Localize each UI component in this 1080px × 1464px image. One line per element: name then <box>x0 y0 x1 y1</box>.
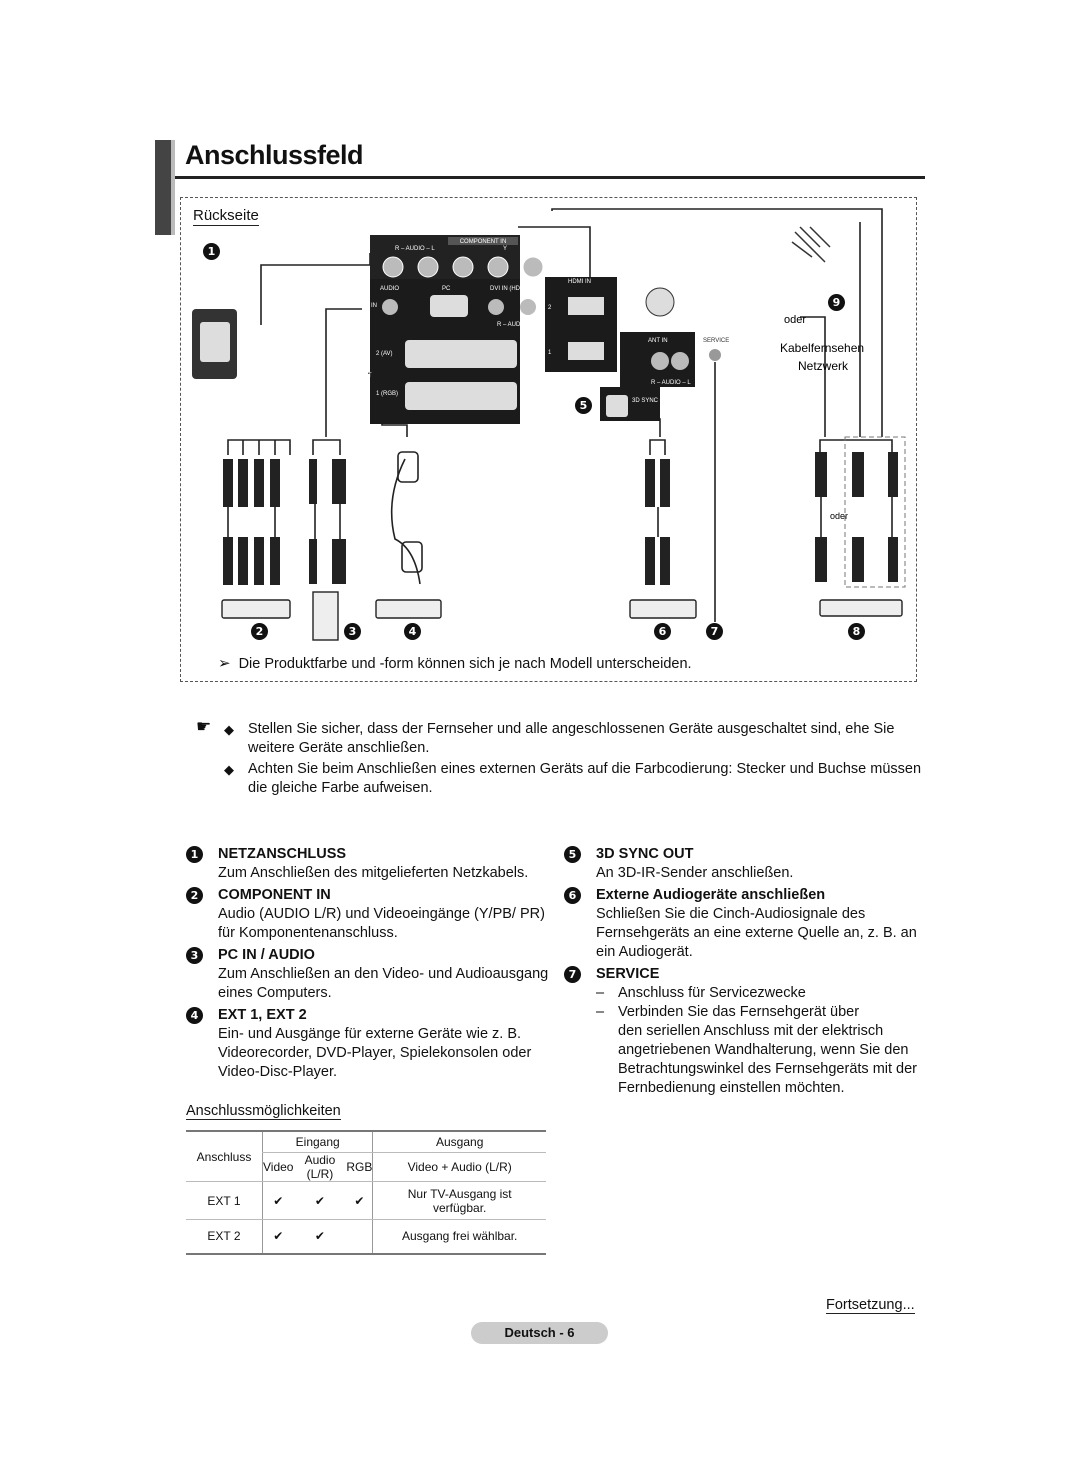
col-audio: Audio (L/R) <box>293 1152 347 1182</box>
svg-text:3D SYNC OUT: 3D SYNC OUT <box>632 398 673 404</box>
svg-text:1: 1 <box>548 350 552 356</box>
col-anschluss: Anschluss <box>186 1130 263 1182</box>
diamond-bullet-icon: ◆ <box>224 722 234 737</box>
section-text-1: Zum Anschließen des mitgelieferten Netzk… <box>218 865 529 881</box>
continue-label: Fortsetzung... <box>826 1297 915 1314</box>
svg-text:1 (RGB): 1 (RGB) <box>376 391 398 397</box>
vcr-device-1 <box>221 599 291 619</box>
svg-text:Y: Y <box>503 246 507 252</box>
or-label-2: oder <box>830 511 848 521</box>
svg-text:R – AUDIO – L: R – AUDIO – L <box>651 380 691 386</box>
list-item: ◆ Achten Sie beim Anschließen eines exte… <box>224 761 922 796</box>
cable-tv-label: Kabelfernsehen <box>780 341 864 355</box>
callout-7: 7 <box>706 623 723 640</box>
page-number-badge: Deutsch - 6 <box>471 1322 608 1344</box>
service-dash-1: –Anschluss für Servicezwecke <box>596 985 806 1001</box>
section-text-4: Ein- und Ausgänge für externe Geräte wie… <box>218 1026 532 1080</box>
callout-8: 8 <box>848 623 865 640</box>
wire-hdmi <box>518 226 591 279</box>
component-in-label: COMPONENT IN <box>460 239 507 245</box>
col-ausgang: Ausgang <box>372 1130 546 1153</box>
col-rgb: RGB <box>346 1152 373 1182</box>
section-text-2: Audio (AUDIO L/R) und Videoeingänge (Y/P… <box>218 906 545 941</box>
col-eingang: Eingang <box>261 1130 373 1153</box>
list-item: ☛ ◆ Stellen Sie sicher, dass der Fernseh… <box>196 717 895 756</box>
dvd-device <box>375 599 442 619</box>
table-row: EXT 1 ✔ ✔ ✔ Nur TV-Ausgang ist verfügbar… <box>186 1181 546 1220</box>
rear-panel: COMPONENT IN R – AUDIO – L Y AUDIO PC DV… <box>192 235 729 424</box>
callout-3: 3 <box>344 623 361 640</box>
title-rule <box>175 176 925 179</box>
title-accent-bar-light <box>171 140 175 235</box>
wire-antenna <box>800 316 826 437</box>
network-label: Netzwerk <box>798 359 849 373</box>
section-text-6: Schließen Sie die Cinch-Audiosignale des… <box>596 906 917 960</box>
rear-label: Rückseite <box>193 207 259 226</box>
callout-4: 4 <box>404 623 421 640</box>
svg-text:R – AUDIO – L: R – AUDIO – L <box>497 322 537 328</box>
svg-text:PC: PC <box>442 286 451 292</box>
or-label-1: oder <box>784 314 806 326</box>
svg-text:DVI IN (HDMI 2): DVI IN (HDMI 2) <box>490 286 534 292</box>
options-table: Anschluss Eingang Ausgang Video Audio (L… <box>186 1130 546 1255</box>
callout-1: 1 <box>203 243 220 260</box>
svg-text:R – AUDIO – L: R – AUDIO – L <box>395 246 435 252</box>
col-video: Video <box>262 1152 294 1182</box>
svg-text:AUDIO: AUDIO <box>380 286 399 292</box>
vcr-device-2 <box>629 599 697 619</box>
svg-text:SERVICE: SERVICE <box>703 338 729 344</box>
service-dash-2: –Verbinden Sie das Fernsehgerät über <box>596 1004 860 1020</box>
precaution-list: ☛ ◆ Stellen Sie sicher, dass der Fernseh… <box>196 717 936 800</box>
wire-component <box>260 253 371 325</box>
callout-6: 6 <box>654 623 671 640</box>
svg-text:HDMI IN: HDMI IN <box>568 279 591 285</box>
svg-text:2: 2 <box>548 305 552 311</box>
section-text-3: Zum Anschließen an den Video- und Audioa… <box>218 966 549 1001</box>
page-title: Anschlussfeld <box>185 140 364 170</box>
pointing-hand-icon: ☛ <box>196 717 212 736</box>
callout-2: 2 <box>251 623 268 640</box>
diamond-bullet-icon: ◆ <box>224 762 234 777</box>
section-text-5: An 3D-IR-Sender anschließen. <box>596 865 794 881</box>
diagram-frame <box>180 197 917 682</box>
col-out: Video + Audio (L/R) <box>372 1152 546 1182</box>
callout-5: 5 <box>575 397 592 414</box>
antenna-icon <box>791 226 831 263</box>
connection-diagram: COMPONENT IN R – AUDIO – L Y AUDIO PC DV… <box>192 208 906 641</box>
callout-9: 9 <box>828 294 845 311</box>
diagram-note: ➢Die Produktfarbe und -form können sich … <box>218 655 692 672</box>
table-row: EXT 2 ✔ ✔ Ausgang frei wählbar. <box>186 1219 546 1255</box>
wire-pc <box>325 308 362 437</box>
settop-device <box>819 599 903 617</box>
arrow-icon: ➢ <box>218 655 231 672</box>
svg-text:PC IN: PC IN <box>361 303 377 309</box>
svg-text:2 (AV): 2 (AV) <box>376 351 393 357</box>
options-title: Anschlussmöglichkeiten <box>186 1103 341 1120</box>
pc-device <box>312 591 339 641</box>
wire-top <box>551 208 883 437</box>
svg-text:ANT IN: ANT IN <box>648 338 668 344</box>
svg-text:EXT: EXT <box>360 373 372 379</box>
title-accent-bar <box>155 140 171 235</box>
service-dash-2-cont: den seriellen Anschluss mit der elektris… <box>618 1023 918 1096</box>
